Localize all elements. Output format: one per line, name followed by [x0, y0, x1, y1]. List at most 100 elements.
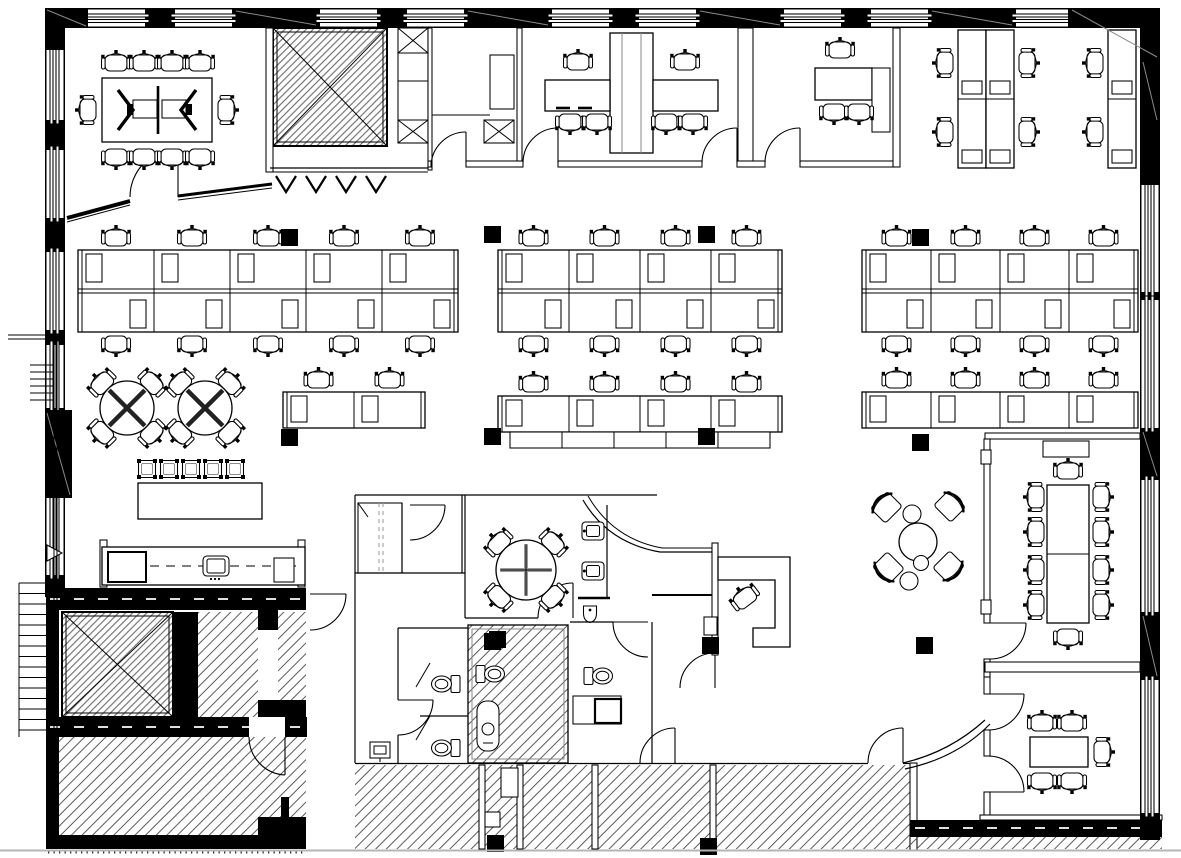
bathtub-icon [476, 700, 500, 752]
lavatory-nook [578, 505, 610, 624]
fridge-icon [107, 551, 147, 583]
workstation-area [77, 29, 1139, 449]
boardroom-table-nw [101, 77, 213, 143]
urinal-icon [582, 605, 598, 624]
pedestal [433, 299, 451, 329]
elevator-door-chevrons [275, 175, 387, 195]
pedestal [961, 80, 983, 95]
structural-column [916, 637, 933, 654]
structural-column [484, 428, 501, 445]
pedestal [1007, 395, 1025, 423]
structural-column [702, 637, 719, 654]
pedestal [85, 253, 103, 283]
kitchen-sink-icon [202, 555, 230, 581]
pedestal [389, 253, 407, 283]
pedestal [205, 299, 223, 329]
curved-wall [582, 499, 714, 553]
round-table-group [160, 363, 250, 453]
window-glazing [46, 498, 64, 575]
pedestal [505, 399, 523, 427]
meeting-room-se [910, 661, 1163, 849]
structural-column [487, 835, 504, 852]
pedestal [906, 299, 924, 329]
door-kitchen-service [309, 593, 347, 631]
private-office-c [764, 36, 891, 164]
door-meeting-se-lower [987, 755, 1025, 793]
structural-column [484, 226, 501, 243]
toilet-icon [583, 666, 614, 686]
coffee-table-icon [898, 522, 938, 562]
side-table-icon [912, 554, 930, 572]
window-glazing [784, 9, 841, 27]
service-hatch [198, 612, 258, 717]
stool-icon [224, 458, 246, 480]
sink-icon [581, 521, 605, 541]
workstation-bench-double [77, 224, 459, 358]
curved-entry-wall [902, 719, 986, 764]
stool-icon [202, 458, 224, 480]
envelope-corners [0, 8, 1181, 852]
structural-column [281, 429, 298, 446]
structural-column [484, 633, 501, 650]
desk [652, 79, 719, 112]
back-of-house-area [46, 588, 307, 854]
private-offices [427, 27, 901, 168]
door-conference-se [989, 622, 1027, 660]
pedestal [1113, 299, 1131, 329]
reception-lounge [703, 486, 970, 656]
window-glazing [639, 9, 696, 27]
pedestal [869, 253, 887, 283]
window-glazing [407, 9, 464, 27]
cafe-stools [136, 458, 246, 480]
elevator-shaft-north [272, 27, 388, 147]
dishwasher-icon [273, 557, 295, 583]
pedestal [961, 149, 983, 164]
pedestal [129, 299, 147, 329]
door-nook-lower [639, 727, 676, 764]
round-tables [82, 363, 574, 618]
pedestal [615, 299, 633, 329]
pedestal [975, 299, 993, 329]
pedestal [647, 253, 665, 283]
door-meeting-se-upper [987, 693, 1025, 731]
stool-icon [136, 458, 158, 480]
elevator-shaft-sw [61, 611, 174, 718]
reception-desk [717, 556, 791, 648]
meeting-table [1029, 736, 1089, 768]
washroom-left [369, 627, 468, 763]
pedestal [647, 399, 665, 427]
conference-room-nw [66, 49, 273, 223]
storage-room-core [355, 495, 465, 574]
window-glazing [320, 9, 377, 27]
window-glazing [1141, 300, 1159, 428]
lounge-cluster [866, 486, 970, 591]
pedestal [1111, 149, 1133, 164]
pedestal [281, 299, 299, 329]
pedestal [505, 253, 523, 283]
desk [814, 67, 873, 101]
pedestal [1076, 253, 1094, 283]
pedestal [718, 253, 736, 283]
round-table-group [478, 522, 574, 618]
stool-icon [158, 458, 180, 480]
structural-column [281, 229, 298, 246]
sink-icon [581, 561, 605, 581]
conference-room-se [980, 432, 1141, 678]
pedestal [989, 80, 1011, 95]
credenza [1042, 440, 1090, 458]
elevator-core [265, 27, 515, 195]
pedestal [989, 149, 1011, 164]
exterior-stair [18, 364, 54, 737]
window-glazing [88, 9, 145, 27]
cabinet [703, 616, 718, 636]
private-office-b [650, 48, 738, 164]
washroom-right [570, 621, 653, 763]
round-table-group [82, 363, 172, 453]
workstation-bench-vertical [1081, 29, 1137, 169]
window-glazing [46, 252, 64, 330]
workstation-bench-vertical [931, 29, 1041, 169]
pedestal [757, 299, 775, 329]
structural-column [698, 226, 715, 243]
